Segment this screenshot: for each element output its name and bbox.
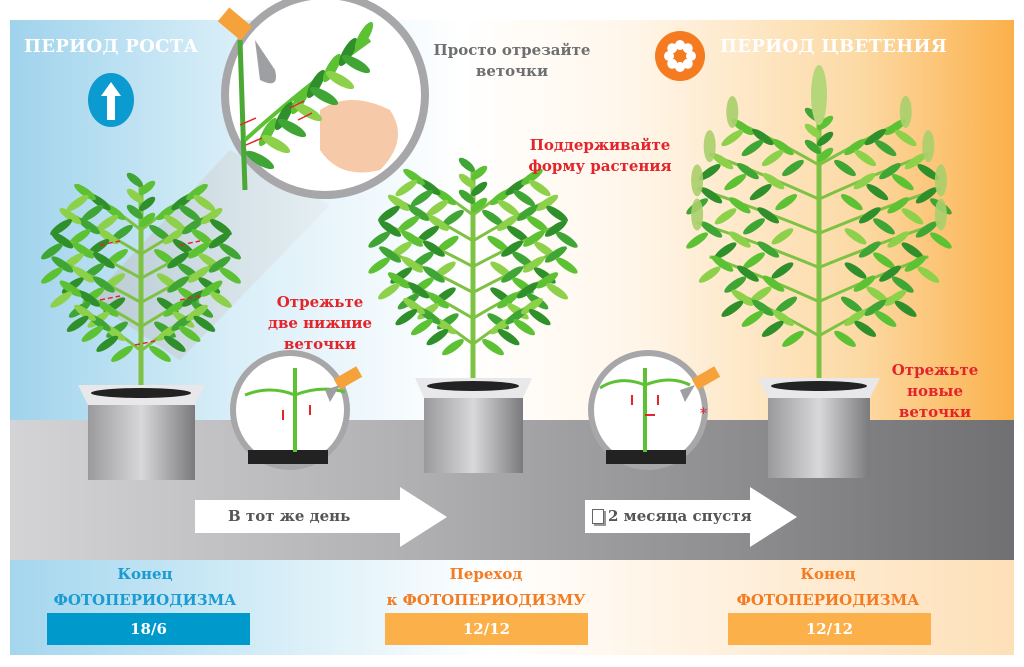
zoom-circle-small-1 [230,350,363,470]
note-line: новые [907,382,963,400]
note-line: веточки [898,403,972,421]
note-line: Поддерживайте [529,136,671,154]
stage-value: 12/12 [385,613,588,645]
stage-line1: Конец [800,565,856,583]
stage-line2: к ФОТОПЕРИОДИЗМУ [386,591,586,609]
plant-trimmed [368,157,578,385]
cut-new-note: Отрежьте новые веточки [880,360,990,423]
up-arrow-icon [88,73,134,127]
note-line: форму растения [528,157,672,175]
note-line: Отрежьте [276,293,364,311]
same-day-label: В тот же день [228,507,351,525]
pot-2 [415,378,532,473]
just-cut-note: Просто отрезайте веточки [412,40,612,82]
arrow-same-day [195,487,447,547]
stage-line2: ФОТОПЕРИОДИЗМА [53,591,237,609]
note-line: веточки [283,335,357,353]
stage-value: 18/6 [47,613,250,645]
stage-line1: Переход [449,565,523,583]
svg-text:*: * [700,406,707,422]
zoom-circle-large [217,0,429,199]
plant-growth [41,172,241,390]
note-line: Отрежьте [891,361,979,379]
flowering-period-title: ПЕРИОД ЦВЕТЕНИЯ [720,36,948,57]
zoom-circle-small-2: * [588,350,721,470]
note-line: веточки [475,62,549,80]
pot-3 [758,378,880,478]
two-months-label: 2 месяца спустя [592,507,752,525]
stage-line2: ФОТОПЕРИОДИЗМА [736,591,920,609]
calendar-icon [592,508,604,524]
pot-1 [78,385,205,480]
magnifier-cone [90,150,330,360]
arrow-two-months [585,487,797,547]
plant-flowering [686,65,952,385]
note-line: Просто отрезайте [433,41,591,59]
growth-period-title: ПЕРИОД РОСТА [24,36,199,57]
stage-line1: Конец [117,565,173,583]
two-months-text: 2 месяца спустя [608,507,752,525]
cut-two-lower-note: Отрежьте две нижние веточки [250,292,390,355]
stage-value: 12/12 [728,613,931,645]
maintain-shape-note: Поддерживайте форму растения [500,135,700,177]
flower-icon [655,31,705,81]
note-line: две нижние [267,314,373,332]
